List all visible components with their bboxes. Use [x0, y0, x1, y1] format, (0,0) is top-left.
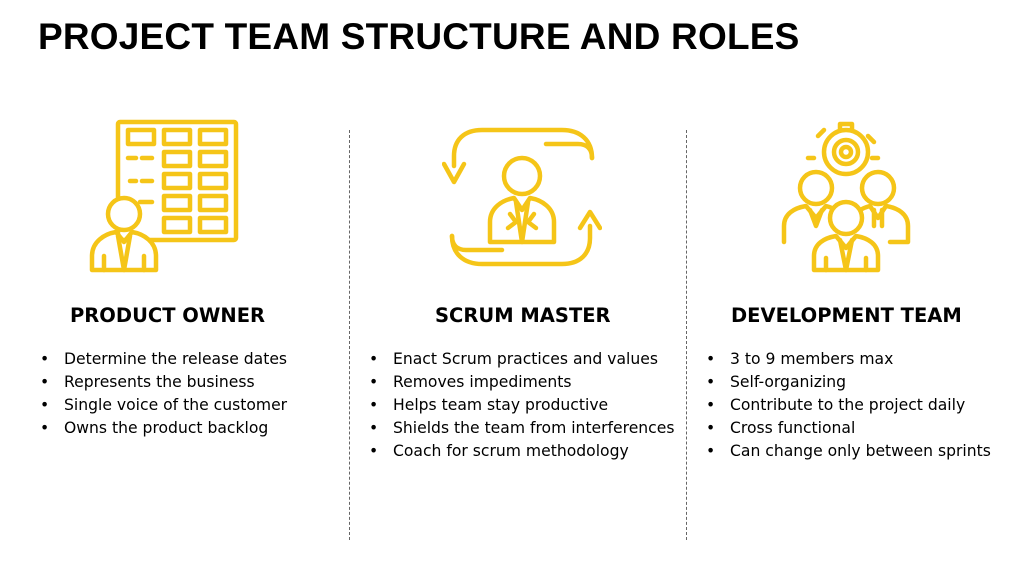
list-item: Self-organizing [704, 371, 991, 394]
list-item: 3 to 9 members max [704, 348, 991, 371]
product-owner-heading: PRODUCT OWNER [70, 304, 266, 327]
product-owner-list: Determine the release dates Represents t… [38, 348, 287, 440]
product-backlog-person-icon [89, 119, 239, 273]
column-divider-2 [686, 130, 687, 540]
team-gear-icon [781, 121, 911, 273]
scrum-master-heading: SCRUM MASTER [435, 304, 611, 327]
scrum-cycle-person-icon [442, 127, 602, 267]
list-item: Owns the product backlog [38, 417, 287, 440]
list-item: Represents the business [38, 371, 287, 394]
list-item: Contribute to the project daily [704, 394, 991, 417]
list-item: Helps team stay productive [367, 394, 674, 417]
scrum-master-list: Enact Scrum practices and values Removes… [367, 348, 674, 463]
list-item: Single voice of the customer [38, 394, 287, 417]
list-item: Can change only between sprints [704, 440, 991, 463]
list-item: Coach for scrum methodology [367, 440, 674, 463]
column-divider-1 [349, 130, 350, 540]
list-item: Removes impediments [367, 371, 674, 394]
development-team-heading: DEVELOPMENT TEAM [731, 304, 962, 327]
list-item: Enact Scrum practices and values [367, 348, 674, 371]
list-item: Shields the team from interferences [367, 417, 674, 440]
list-item: Determine the release dates [38, 348, 287, 371]
list-item: Cross functional [704, 417, 991, 440]
page-title: PROJECT TEAM STRUCTURE AND ROLES [38, 16, 800, 57]
development-team-list: 3 to 9 members max Self-organizing Contr… [704, 348, 991, 463]
